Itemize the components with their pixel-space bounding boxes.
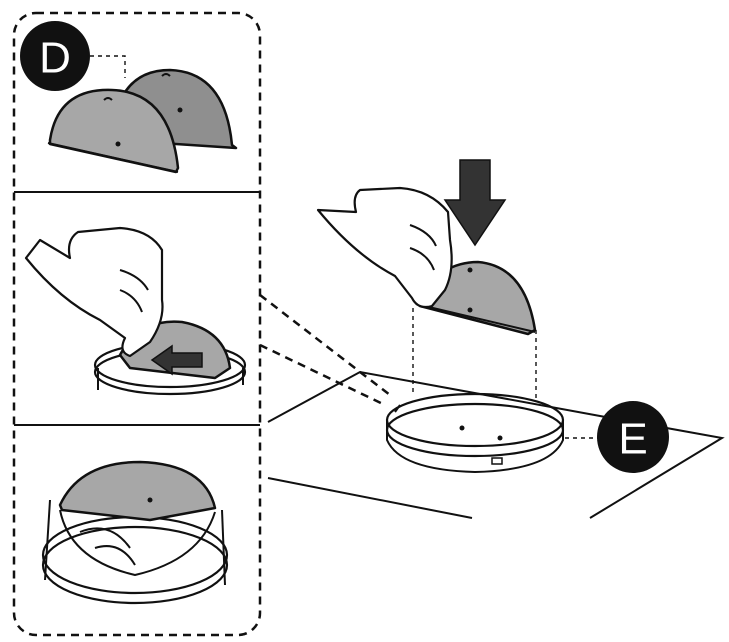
vent-ring-illustration: [385, 392, 565, 474]
inset-connectors: [259, 294, 391, 407]
left-arrow-icon: [150, 344, 203, 376]
callout-e-label: E: [618, 415, 647, 464]
callout-d-label: D: [39, 34, 71, 83]
alignment-guides: [412, 308, 537, 400]
detail-inset-panel: [12, 11, 262, 637]
down-arrow-icon: [443, 159, 507, 247]
callout-e: E: [565, 401, 669, 473]
insert-half-illustration: [24, 226, 247, 396]
hand-with-filter-half: [316, 186, 537, 336]
surface-lines: [267, 370, 725, 519]
filter-halves-illustration: [47, 68, 238, 174]
assembled-filter-illustration: [41, 460, 229, 605]
callout-d: D: [20, 21, 126, 91]
